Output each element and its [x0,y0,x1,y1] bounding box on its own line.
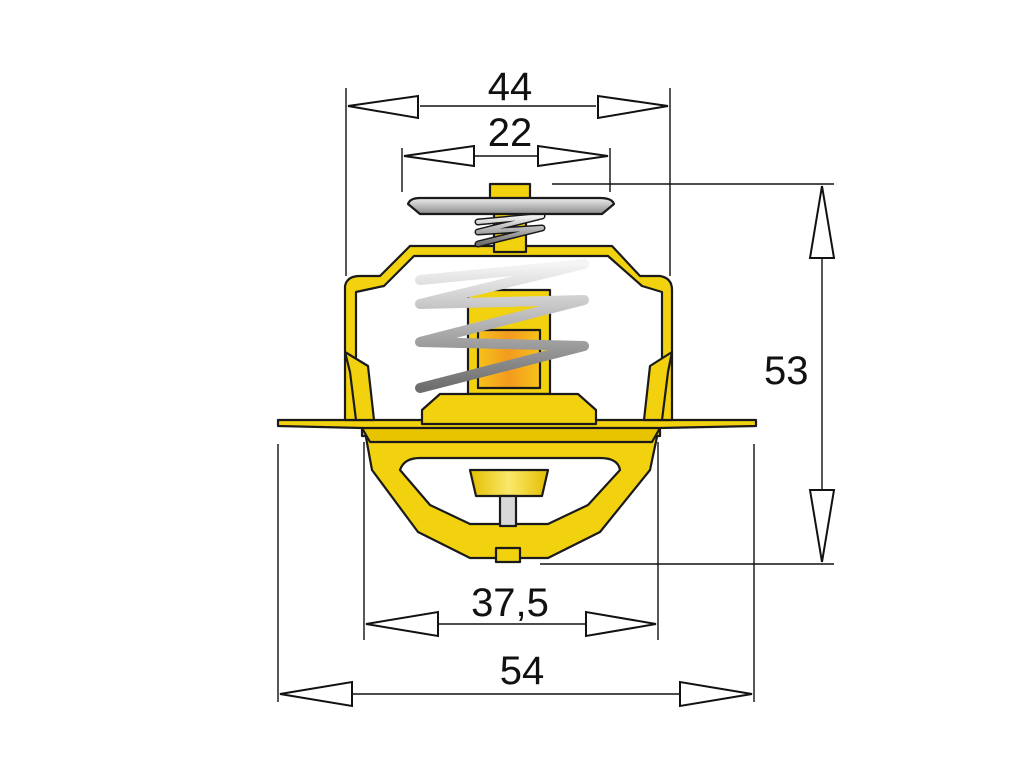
dimension-top-outer: 44 [345,65,671,276]
arrow-up [808,185,836,259]
wax-element [420,288,598,426]
thermostat-body [276,182,758,564]
arrow-down [808,489,836,563]
arrow-right [679,680,753,708]
dimension-label-37-5: 37,5 [471,581,549,625]
top-stem [474,182,546,254]
dimension-height: 53 [540,183,836,565]
dimension-label-54: 54 [500,649,545,693]
dimension-bottom-outer: 54 [277,444,755,708]
arrow-left [365,610,439,638]
arrow-left [403,144,475,168]
valve-disc [406,196,616,216]
dimension-label-44: 44 [488,65,533,109]
arrow-right [537,144,609,168]
arrow-right [597,94,669,120]
dimension-label-53: 53 [764,349,809,393]
dimension-label-22: 22 [488,111,533,155]
lower-cage [363,430,660,564]
dimension-bottom-inner: 37,5 [363,442,659,640]
flange [276,418,758,444]
dimension-top-inner: 22 [401,111,611,192]
arrow-left [347,94,419,120]
upper-cage [343,244,674,422]
main-spring [415,259,589,393]
arrow-left [279,680,353,708]
arrow-right [585,610,657,638]
